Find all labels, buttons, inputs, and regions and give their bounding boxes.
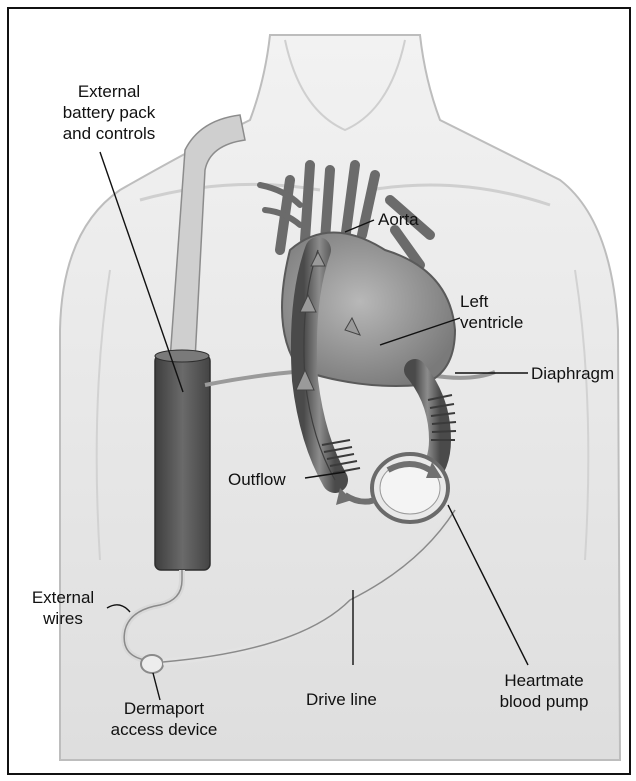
label-aorta: Aorta <box>378 209 419 230</box>
label-external-battery-pack: External battery pack and controls <box>44 81 174 144</box>
battery-pack <box>155 355 210 570</box>
label-dermaport-access-device: Dermaport access device <box>94 698 234 740</box>
label-diaphragm: Diaphragm <box>531 363 614 384</box>
label-heartmate-blood-pump: Heartmate blood pump <box>482 670 606 712</box>
label-external-wires: External wires <box>22 587 104 629</box>
dermaport-device <box>141 655 163 673</box>
label-left-ventricle: Left ventricle <box>460 291 523 333</box>
label-outflow: Outflow <box>228 469 286 490</box>
label-drive-line: Drive line <box>306 689 377 710</box>
